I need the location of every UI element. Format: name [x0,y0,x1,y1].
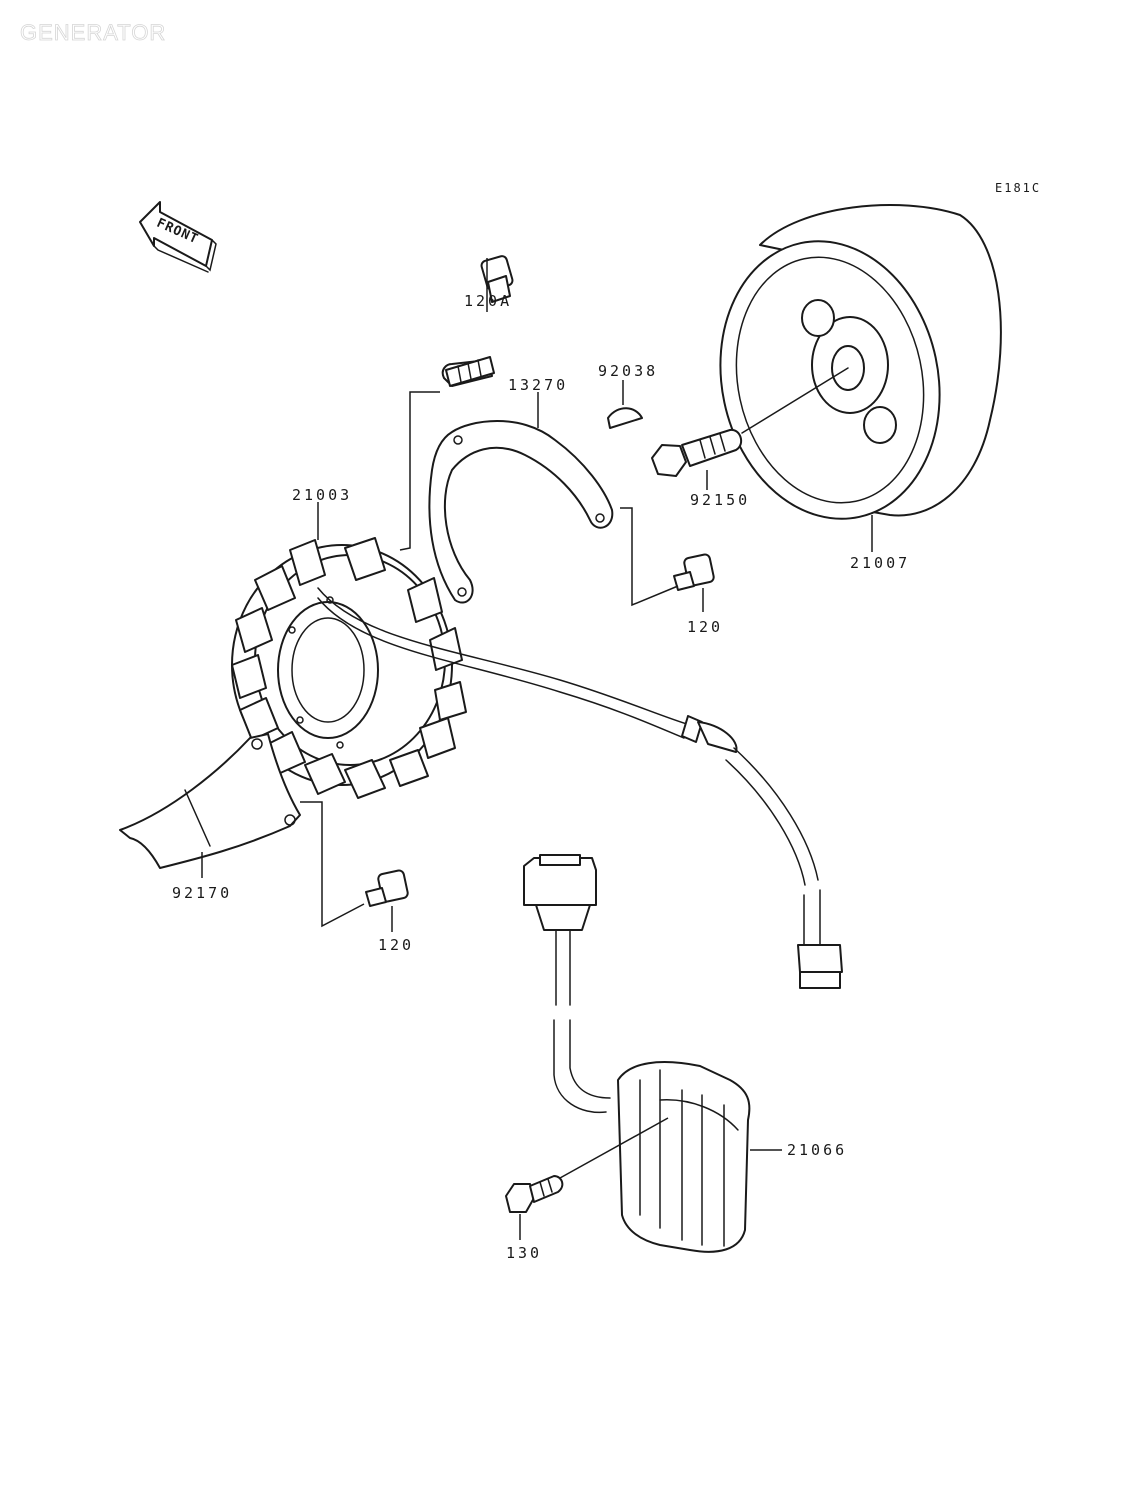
bolt-130 [505,1175,564,1213]
label-21007: 21007 [850,554,910,572]
wire-cover-plate [119,733,301,869]
label-13270: 13270 [508,376,568,394]
woodruff-key [607,407,643,429]
front-arrow-icon: FRONT [139,201,217,273]
stator-poles [231,537,467,799]
wire-clamp-bracket [428,420,614,604]
bolt-120a [441,255,514,387]
diagram-code: E181C [995,181,1041,195]
rotor-bolt [651,428,743,477]
bolt-120-upper [673,553,715,591]
bolt-120-lower [365,869,409,907]
page-watermark-title: GENERATOR [20,20,166,45]
stator-wire-harness [317,587,843,989]
label-21003: 21003 [292,486,352,504]
label-130: 130 [506,1244,542,1262]
label-92150: 92150 [690,491,750,509]
stator-coil [231,537,467,799]
label-120a: 120A [464,292,512,310]
regulator-connector [523,854,611,1114]
label-92170: 92170 [172,884,232,902]
rotor-flywheel [719,204,1002,520]
label-120-upper: 120 [687,618,723,636]
regulator-rectifier [617,1061,751,1253]
label-92038: 92038 [598,362,658,380]
label-21066: 21066 [787,1141,847,1159]
label-120-lower: 120 [378,936,414,954]
